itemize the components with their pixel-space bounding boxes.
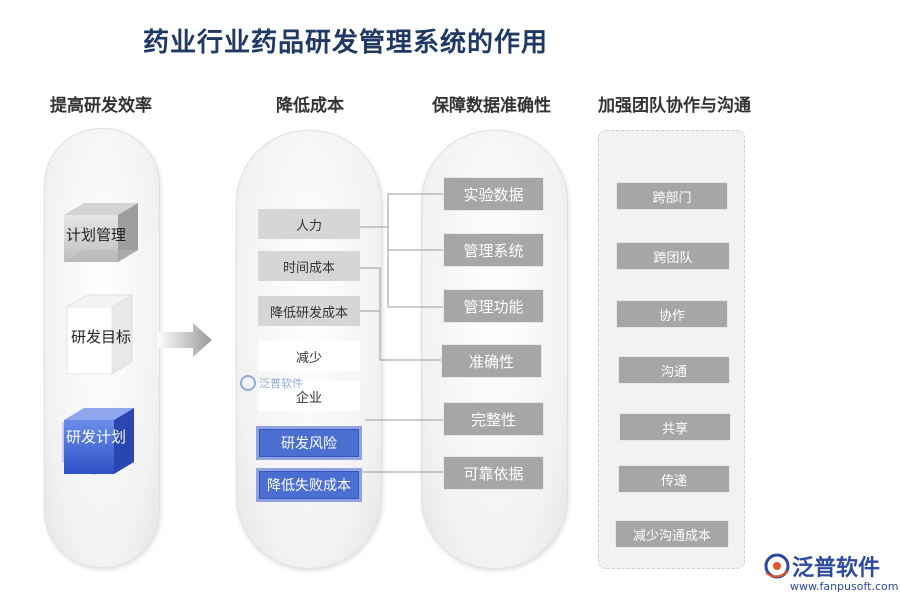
cube-label-rd-goal: 研发目标 [71,328,132,346]
team-item-reduce-comm-cost: 减少沟通成本 [615,520,729,548]
team-item-collaboration: 协作 [616,300,728,328]
accuracy-item-accuracy: 准确性 [441,344,542,378]
page-title: 药业行业药品研发管理系统的作用 [143,28,549,58]
brand-logo-name: 泛普软件 [792,556,881,581]
team-item-sharing: 共享 [619,413,731,441]
watermark-text: 泛普软件 [259,377,303,390]
cost-item-reduce-rd-cost: 降低研发成本 [258,296,360,326]
flow-arrow [157,323,212,357]
team-item-transfer: 传递 [618,465,730,493]
watermark: 泛普软件 [240,375,303,391]
column-heading-cost: 降低成本 [276,96,344,116]
accuracy-item-management-function: 管理功能 [443,289,544,323]
cube-plan-management [64,203,138,262]
cost-item-labor: 人力 [258,209,360,239]
column-heading-accuracy: 保障数据准确性 [432,96,551,116]
cost-item-rd-risk: 研发风险 [259,429,359,457]
cost-item-reduce: 减少 [258,341,360,371]
cube-label-rd-plan: 研发计划 [66,428,127,446]
brand-logo-url: www.fanpusoft.com [790,580,899,593]
column-heading-teamwork: 加强团队协作与沟通 [598,96,751,116]
accuracy-item-experiment-data: 实验数据 [443,177,544,211]
brand-logo-icon [764,553,790,579]
cost-item-enterprise: 企业 [258,381,360,411]
cost-item-time-cost: 时间成本 [258,251,360,281]
accuracy-item-reliable-basis: 可靠依据 [443,456,544,490]
cube-rd-plan [62,408,134,475]
accuracy-item-completeness: 完整性 [443,402,544,436]
team-item-communication: 沟通 [618,356,730,384]
cube-label-plan-management: 计划管理 [66,226,127,244]
team-item-cross-department: 跨部门 [616,182,728,210]
brand-logo: 泛普软件 [762,550,880,582]
cube-rd-goal [65,294,134,375]
watermark-logo-icon [240,375,256,391]
accuracy-item-management-system: 管理系统 [443,233,544,267]
column-heading-efficiency: 提高研发效率 [50,96,152,116]
cost-item-reduce-failure-cost: 降低失败成本 [259,471,359,499]
team-item-cross-team: 跨团队 [616,242,730,270]
